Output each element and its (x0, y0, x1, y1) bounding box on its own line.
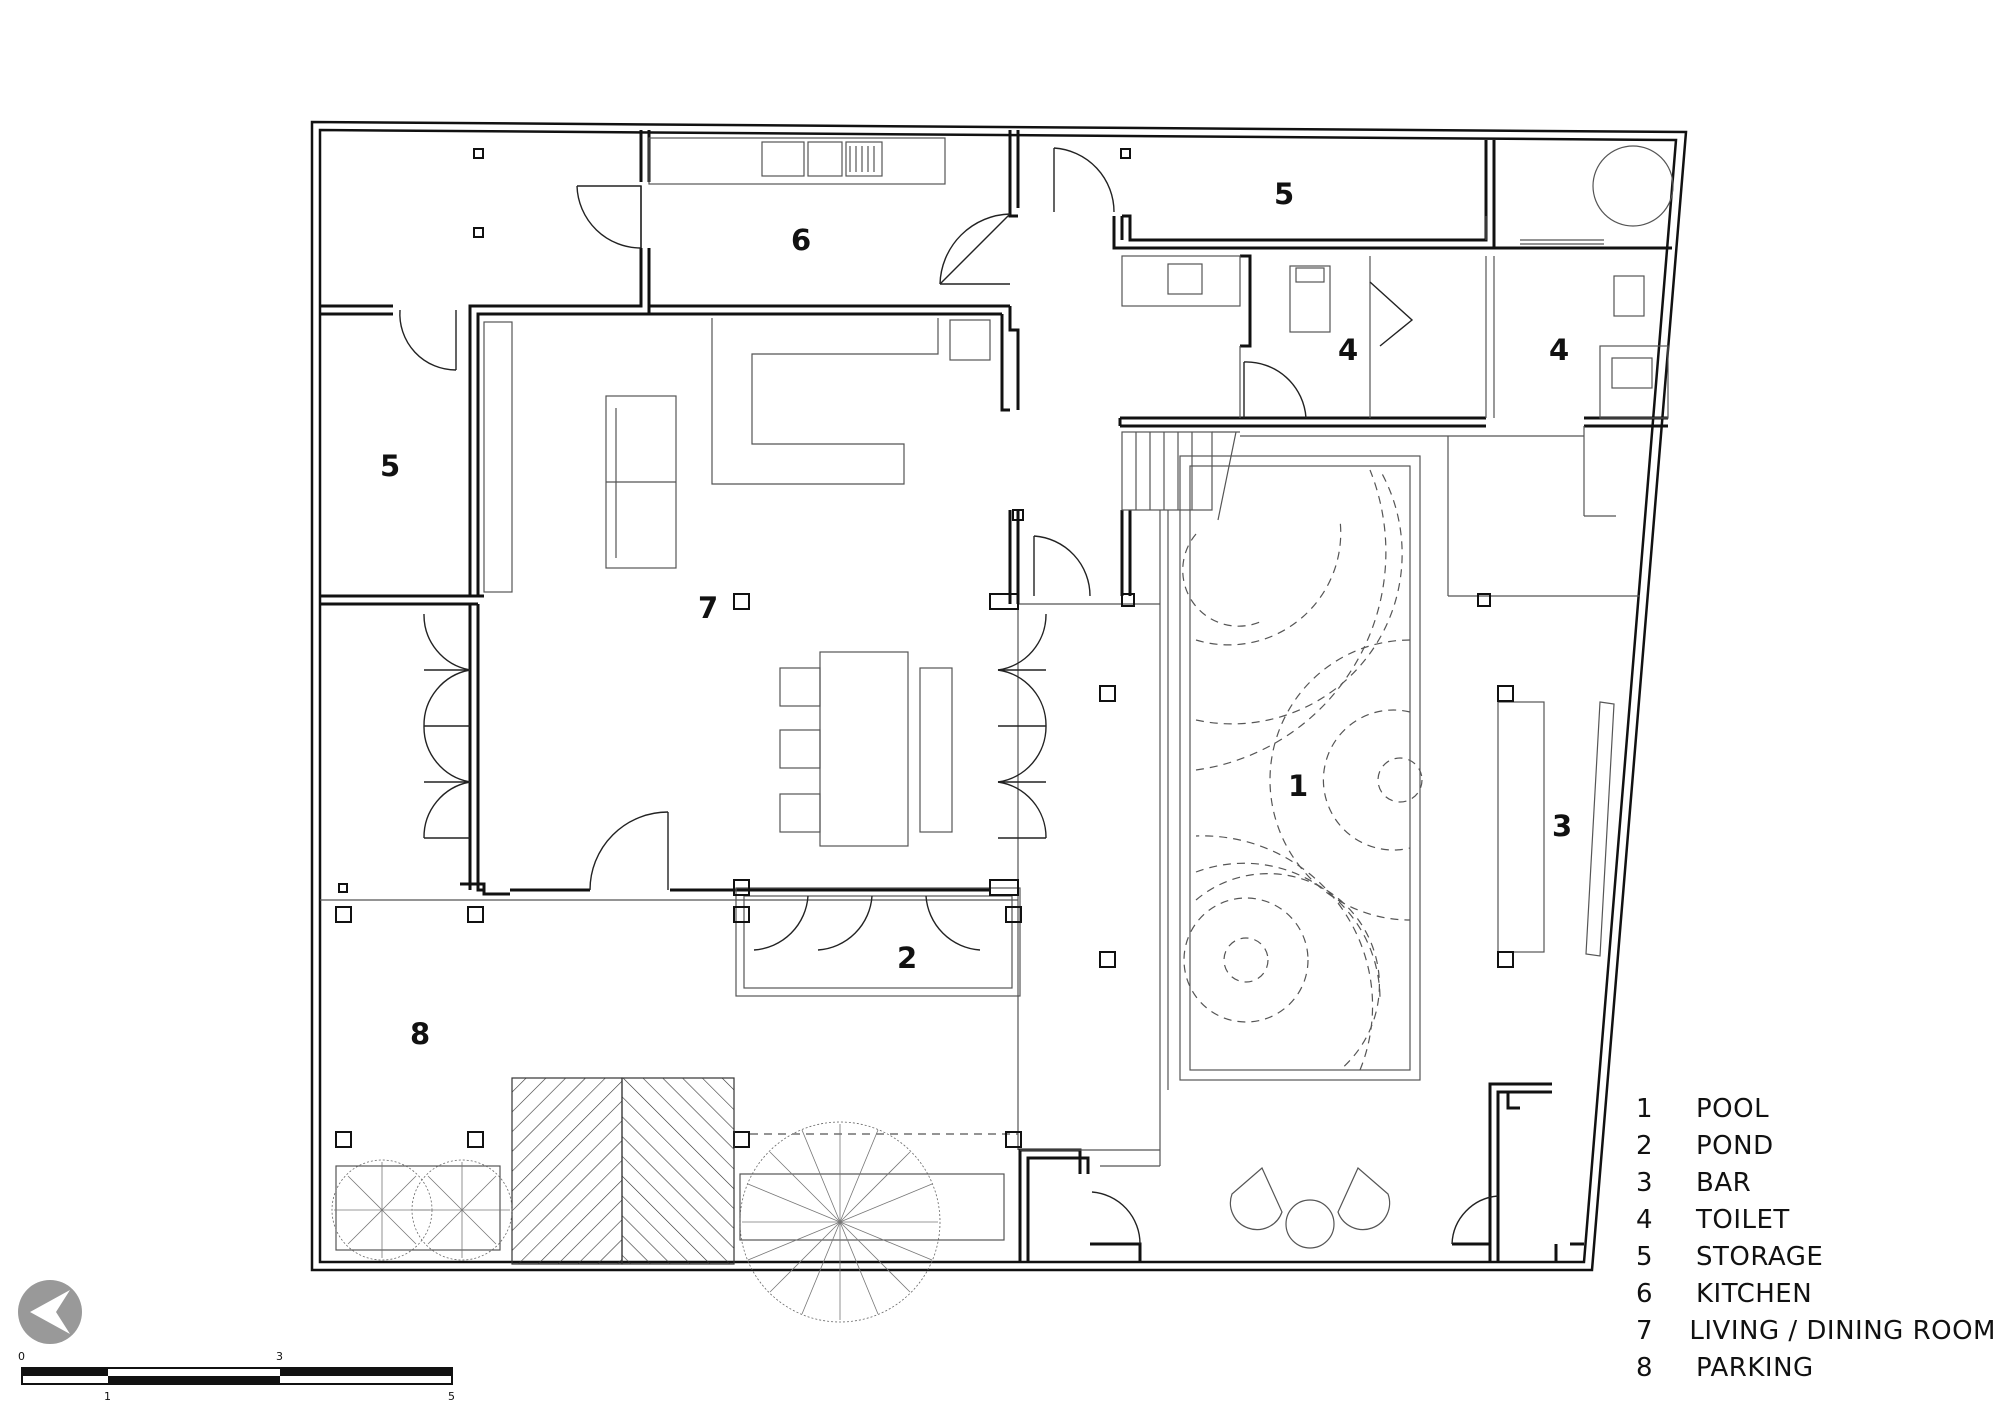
legend-name: POND (1696, 1130, 1774, 1161)
scale-tick-1: 1 (104, 1390, 111, 1403)
legend-name: KITCHEN (1696, 1278, 1813, 1309)
scale-bar: 0 3 1 5 (18, 1350, 455, 1403)
legend-item: 1 POOL (1636, 1090, 1996, 1127)
legend-num: 2 (1636, 1130, 1654, 1161)
legend-num: 1 (1636, 1093, 1654, 1124)
room-label-toilet-2: 4 (1549, 333, 1569, 367)
legend-item: 7 LIVING / DINING ROOM (1636, 1312, 1996, 1349)
legend-item: 6 KITCHEN (1636, 1275, 1996, 1312)
trees (331, 1121, 941, 1323)
room-label-parking: 8 (410, 1017, 430, 1051)
room-label-storage-2: 5 (380, 449, 400, 483)
scale-tick-0: 0 (18, 1350, 25, 1363)
legend-num: 4 (1636, 1204, 1654, 1235)
legend-num: 8 (1636, 1352, 1654, 1383)
legend-name: TOILET (1696, 1204, 1790, 1235)
legend-item: 5 STORAGE (1636, 1238, 1996, 1275)
legend-name: LIVING / DINING ROOM (1689, 1315, 1996, 1346)
legend-num: 6 (1636, 1278, 1654, 1309)
legend-item: 4 TOILET (1636, 1201, 1996, 1238)
driveway-hatch (511, 1077, 735, 1265)
legend-name: STORAGE (1696, 1241, 1824, 1272)
legend: 1 POOL 2 POND 3 BAR 4 TOILET 5 STORAGE 6 KITCH… (1636, 1090, 1996, 1386)
furniture-lines (320, 137, 1674, 1251)
legend-name: POOL (1696, 1093, 1770, 1124)
room-label-storage-1: 5 (1274, 177, 1294, 211)
room-label-toilet-1: 4 (1338, 333, 1358, 367)
legend-name: PARKING (1696, 1352, 1814, 1383)
legend-num: 3 (1636, 1167, 1654, 1198)
interior-walls (320, 130, 1672, 1262)
room-label-living: 7 (698, 591, 718, 625)
scale-tick-3: 3 (276, 1350, 283, 1363)
room-label-kitchen: 6 (791, 223, 811, 257)
columns (335, 148, 1514, 1148)
legend-num: 7 (1636, 1315, 1654, 1346)
room-labels: 1 2 3 4 4 5 5 6 7 8 (380, 177, 1572, 1051)
room-label-bar: 3 (1552, 809, 1572, 843)
legend-num: 5 (1636, 1241, 1654, 1272)
room-label-pond: 2 (897, 941, 917, 975)
legend-name: BAR (1696, 1167, 1752, 1198)
pool-ripples (1182, 469, 1423, 1071)
north-arrow-icon (18, 1280, 82, 1344)
legend-item: 2 POND (1636, 1127, 1996, 1164)
doors (399, 147, 1499, 1245)
room-label-pool: 1 (1288, 769, 1308, 803)
legend-item: 3 BAR (1636, 1164, 1996, 1201)
scale-tick-5: 5 (448, 1390, 455, 1403)
legend-item: 8 PARKING (1636, 1349, 1996, 1386)
outer-walls (310, 120, 1688, 1272)
